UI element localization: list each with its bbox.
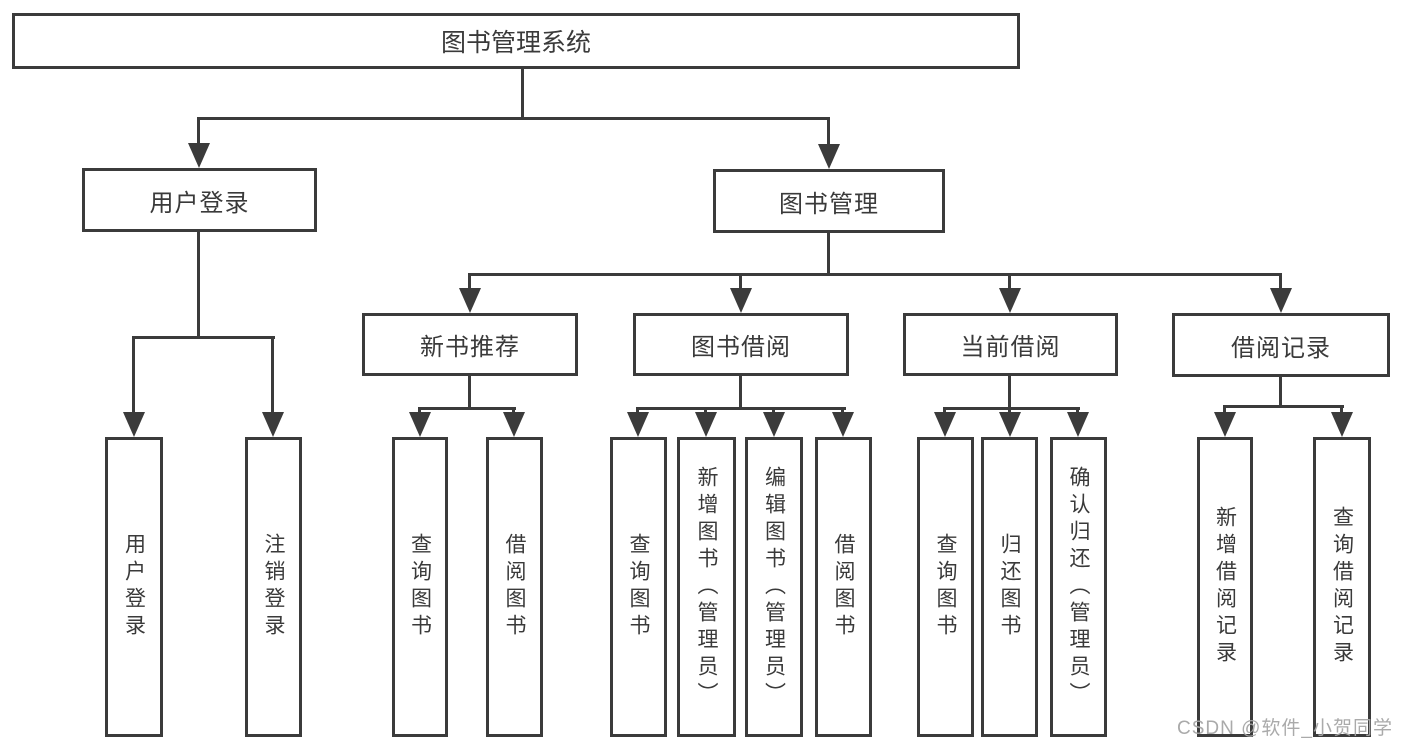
node-label: 用户登录: [122, 533, 146, 641]
arrow-down-icon: [503, 412, 525, 437]
connector-v-line: [271, 336, 274, 414]
node-label: 查询图书: [934, 533, 957, 641]
connector-v-line: [418, 407, 421, 414]
connector-v-line: [1008, 273, 1011, 290]
connector-v-line: [739, 273, 742, 290]
connector-v-line: [943, 407, 946, 414]
connector-v-line: [468, 376, 471, 409]
arrow-down-icon: [999, 412, 1021, 437]
arrow-down-icon: [1067, 412, 1089, 437]
node-new-book-recommend: 新书推荐: [362, 313, 578, 376]
connector-v-line: [1223, 405, 1226, 414]
arrow-down-icon: [1331, 412, 1353, 437]
connector-v-line: [1279, 273, 1282, 290]
connector-v-line: [197, 232, 200, 336]
node-current-borrow: 当前借阅: [903, 313, 1118, 376]
connector-v-line: [1076, 407, 1079, 414]
leaf-add-book-admin: 新增图书（管理员）: [677, 437, 736, 737]
leaf-user-login: 用户登录: [105, 437, 163, 737]
connector-v-line: [521, 68, 524, 117]
connector-h-line: [469, 273, 1282, 276]
connector-v-line: [468, 273, 471, 290]
node-label: 借阅记录: [1231, 334, 1331, 362]
leaf-borrow-book-recommend: 借阅图书: [486, 437, 543, 737]
connector-h-line: [133, 336, 275, 339]
leaf-borrow-book: 借阅图书: [815, 437, 872, 737]
leaf-edit-book-admin: 编辑图书（管理员）: [745, 437, 803, 737]
connector-v-line: [132, 336, 135, 414]
node-label: 图书管理: [779, 190, 879, 218]
node-label: 归还图书: [998, 533, 1021, 641]
arrow-down-icon: [627, 412, 649, 437]
connector-v-line: [704, 407, 707, 414]
connector-v-line: [512, 407, 515, 414]
connector-v-line: [827, 117, 830, 146]
node-label: 新增借阅记录: [1213, 506, 1237, 668]
node-label: 查询借阅记录: [1330, 506, 1354, 668]
node-label: 借阅图书: [503, 533, 526, 641]
node-book-management: 图书管理: [713, 169, 945, 233]
arrow-down-icon: [188, 143, 210, 168]
arrow-down-icon: [123, 412, 145, 437]
arrow-down-icon: [262, 412, 284, 437]
leaf-query-book-recommend: 查询图书: [392, 437, 448, 737]
leaf-query-book-borrow: 查询图书: [610, 437, 667, 737]
node-label: 图书管理系统: [440, 29, 591, 57]
connector-v-line: [1340, 405, 1343, 414]
node-label: 注销登录: [262, 533, 285, 641]
leaf-query-borrow-record: 查询借阅记录: [1313, 437, 1371, 737]
arrow-down-icon: [1270, 288, 1292, 313]
arrow-down-icon: [818, 144, 840, 169]
connector-v-line: [636, 407, 639, 414]
connector-v-line: [841, 407, 844, 414]
node-label: 新书推荐: [420, 334, 520, 361]
node-label: 查询图书: [627, 533, 650, 641]
arrow-down-icon: [730, 288, 752, 313]
arrow-down-icon: [409, 412, 431, 437]
node-label: 借阅图书: [832, 533, 855, 641]
arrow-down-icon: [1214, 412, 1236, 437]
leaf-return-book: 归还图书: [981, 437, 1038, 737]
node-label: 查询图书: [408, 533, 432, 641]
connector-v-line: [197, 117, 200, 145]
arrow-down-icon: [459, 288, 481, 313]
connector-h-line: [1224, 405, 1344, 408]
csdn-watermark: CSDN @软件_小贺同学: [1177, 718, 1393, 739]
leaf-add-borrow-record: 新增借阅记录: [1197, 437, 1253, 737]
connector-h-line: [944, 407, 1080, 410]
connector-h-line: [637, 407, 846, 410]
node-label: 用户登录: [149, 189, 250, 217]
leaf-logout: 注销登录: [245, 437, 302, 737]
connector-h-line: [419, 407, 516, 410]
node-label: 新增图书（管理员）: [695, 465, 718, 709]
connector-v-line: [827, 233, 830, 273]
node-root-library-system: 图书管理系统: [12, 13, 1020, 69]
node-book-borrow: 图书借阅: [633, 313, 849, 376]
leaf-query-book-current: 查询图书: [917, 437, 974, 737]
connector-h-line: [198, 117, 830, 120]
arrow-down-icon: [763, 412, 785, 437]
node-label: 确认归还（管理员）: [1067, 465, 1090, 709]
node-label: 当前借阅: [960, 334, 1061, 361]
arrow-down-icon: [934, 412, 956, 437]
leaf-confirm-return-admin: 确认归还（管理员）: [1050, 437, 1107, 737]
connector-v-line: [1008, 376, 1011, 407]
node-borrow-record: 借阅记录: [1172, 313, 1390, 377]
node-user-login: 用户登录: [82, 168, 317, 232]
connector-v-line: [772, 407, 775, 414]
arrow-down-icon: [695, 412, 717, 437]
node-label: 编辑图书（管理员）: [762, 465, 786, 709]
arrow-down-icon: [832, 412, 854, 437]
connector-v-line: [1008, 407, 1011, 414]
connector-v-line: [1279, 377, 1282, 405]
connector-v-line: [739, 376, 742, 407]
node-label: 图书借阅: [691, 334, 791, 361]
arrow-down-icon: [999, 288, 1021, 313]
